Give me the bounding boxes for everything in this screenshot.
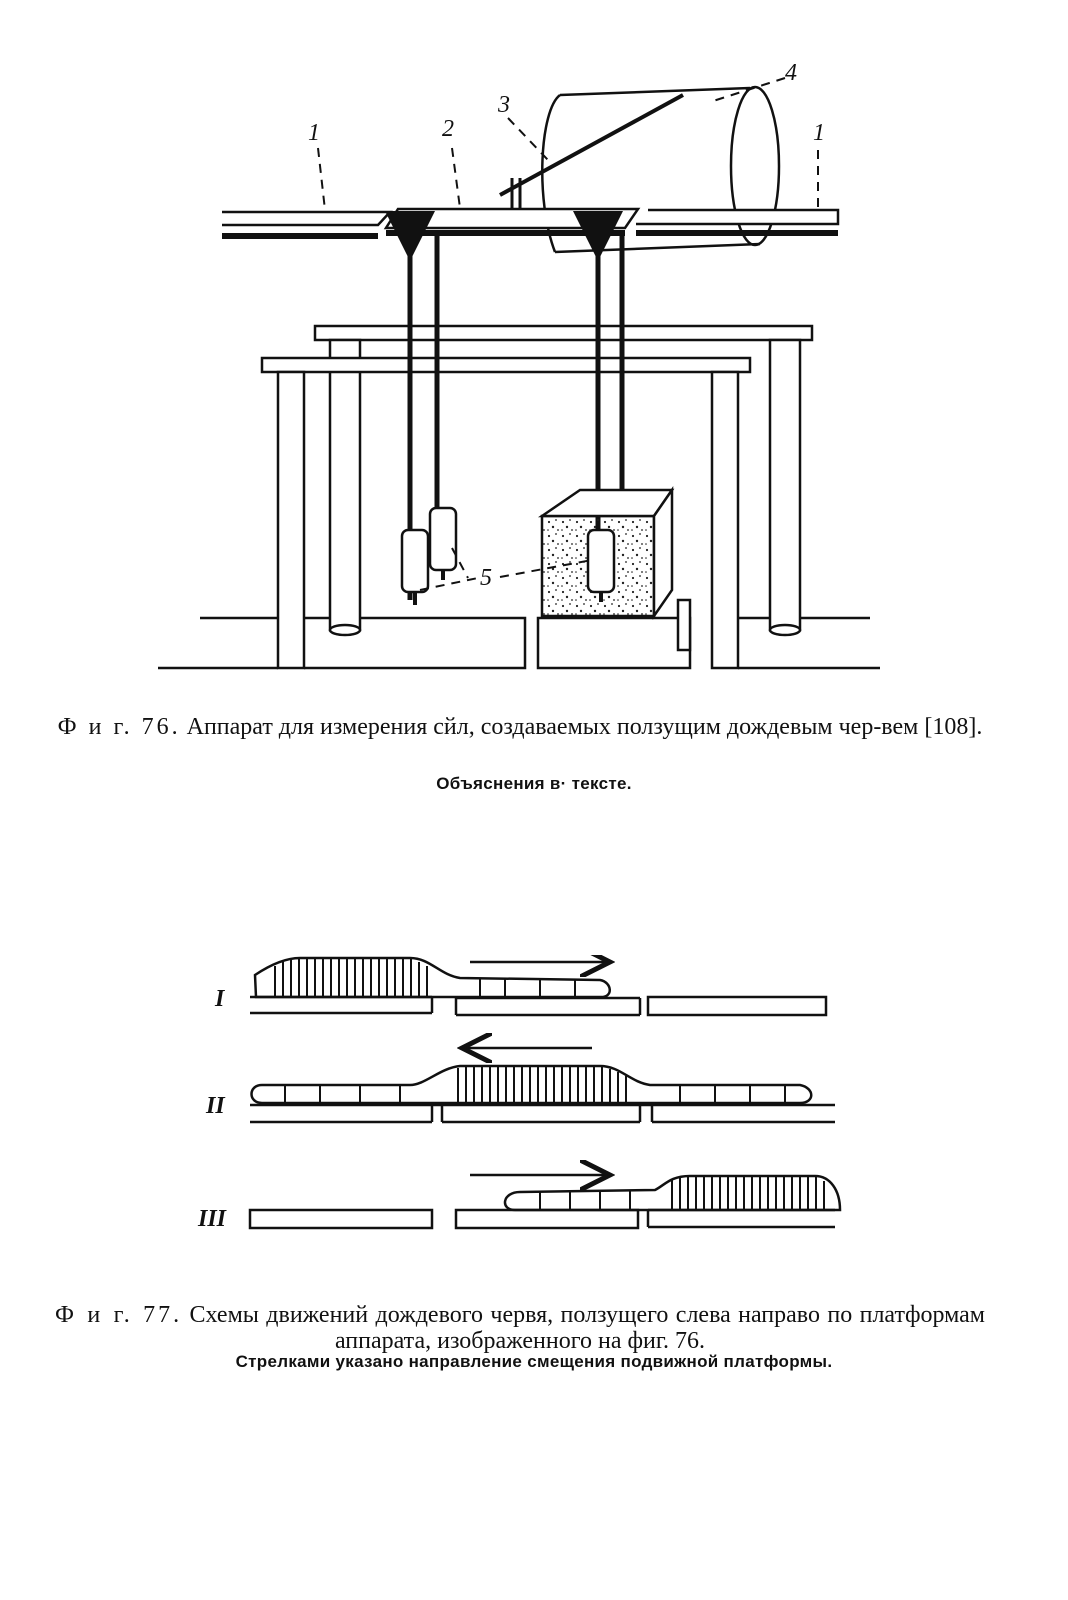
scheme-row-III <box>248 1175 842 1230</box>
base-ground <box>158 616 880 670</box>
label-2: 2 <box>442 116 454 142</box>
sand-box <box>536 485 692 670</box>
recording-lever <box>499 93 684 210</box>
figure-76-number: Ф и г. 76. <box>57 714 181 740</box>
scheme-row-II <box>250 1048 835 1124</box>
row-label-II: II <box>205 1093 226 1119</box>
row-label-III: III <box>197 1206 228 1232</box>
label-3: 3 <box>497 92 510 118</box>
figure-76-apparatus-diagram: 1 2 3 4 1 5 <box>158 60 880 670</box>
figure-77-caption: Ф и г. 77. Схемы движений дождевого черв… <box>55 1302 985 1354</box>
label-1-right: 1 <box>813 120 825 146</box>
leader-lines <box>317 77 819 591</box>
platforms <box>222 207 840 239</box>
label-4: 4 <box>785 60 797 86</box>
figure-76-caption: Ф и г. 76. Аппарат для измерения сйл, со… <box>55 714 985 740</box>
figure-76-caption-text: Аппарат для измерения сйл, создаваемых п… <box>186 714 983 740</box>
label-5: 5 <box>480 565 492 591</box>
scheme-row-I <box>250 958 828 1017</box>
label-1-left: 1 <box>308 120 320 146</box>
figure-77-number: Ф и г. 77. <box>55 1302 183 1328</box>
weights <box>400 506 616 605</box>
tables <box>260 324 814 670</box>
row-label-I: I <box>214 986 226 1012</box>
row-labels: I II III <box>197 986 228 1232</box>
figure-76-subcaption: Объяснения в· тексте. <box>436 774 632 793</box>
figure-77-caption-text: Схемы движений дождевого червя, ползущег… <box>189 1302 985 1354</box>
figure-77-movement-schemes: I II III <box>197 955 842 1232</box>
figure-77-subcaption: Стрелками указано направление смещения п… <box>235 1352 833 1371</box>
figure-76-labels: 1 2 3 4 1 5 <box>308 60 825 591</box>
